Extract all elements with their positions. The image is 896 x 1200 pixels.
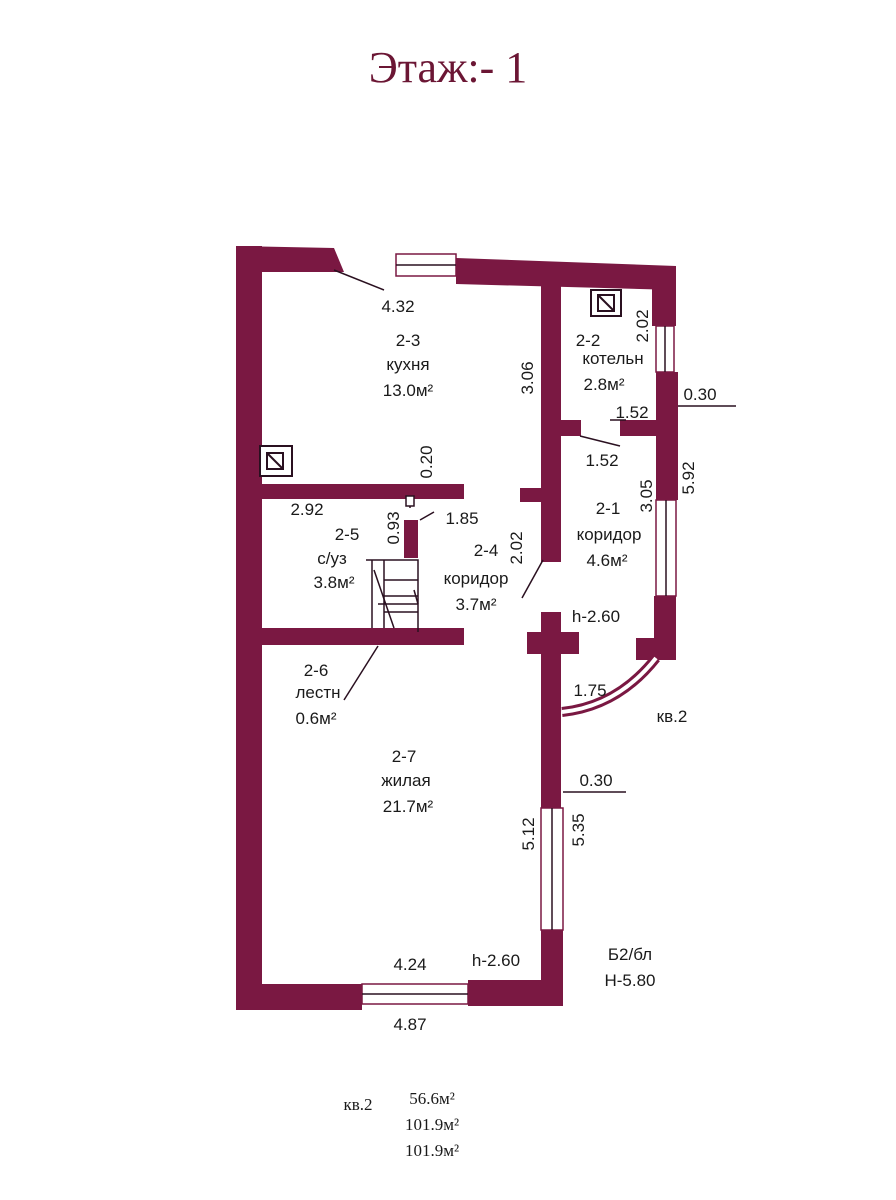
walls bbox=[236, 246, 678, 1010]
dim-2-92: 2.92 bbox=[290, 500, 323, 519]
dimensions: 4.32 3.06 2.02 0.30 1.52 1.52 0.20 3.05 … bbox=[290, 297, 716, 1034]
floor-title: Этаж:- 1 bbox=[369, 43, 528, 92]
room-2-5: 2-5 с/уз 3.8м² bbox=[314, 525, 360, 592]
dim-0-93: 0.93 bbox=[384, 511, 403, 544]
svg-text:лестн: лестн bbox=[295, 683, 340, 702]
building-height: Н-5.80 bbox=[604, 971, 655, 990]
svg-text:2-7: 2-7 bbox=[392, 747, 417, 766]
svg-text:2-1: 2-1 bbox=[596, 499, 621, 518]
svg-text:2-3: 2-3 bbox=[396, 331, 421, 350]
room-2-3: 2-3 кухня 13.0м² bbox=[383, 331, 434, 400]
svg-text:4.6м²: 4.6м² bbox=[587, 551, 628, 570]
dim-5-35: 5.35 bbox=[569, 813, 588, 846]
wall-stair-small bbox=[404, 520, 418, 558]
svg-text:3.7м²: 3.7м² bbox=[456, 595, 497, 614]
wall-bay-end bbox=[636, 638, 676, 660]
dim-5-92: 5.92 bbox=[679, 461, 698, 494]
svg-text:21.7м²: 21.7м² bbox=[383, 797, 434, 816]
wall-kitchen-bottom bbox=[262, 484, 464, 499]
wall-bottom-right bbox=[468, 980, 563, 1006]
wall-boiler-bottom-left bbox=[561, 420, 581, 436]
svg-text:кухня: кухня bbox=[386, 355, 429, 374]
dim-3-06: 3.06 bbox=[518, 361, 537, 394]
wall-right-middle bbox=[656, 372, 678, 500]
room-2-7: 2-7 жилая 21.7м² bbox=[381, 747, 433, 816]
wall-stub-left bbox=[520, 488, 542, 502]
dim-2-02-mid: 2.02 bbox=[507, 531, 526, 564]
dim-2-02-top: 2.02 bbox=[633, 309, 652, 342]
room-2-4: 2-4 коридор 3.7м² bbox=[444, 541, 509, 614]
apartment-label: кв.2 bbox=[657, 707, 688, 726]
svg-text:3.8м²: 3.8м² bbox=[314, 573, 355, 592]
area-summary: кв.2 56.6м² 101.9м² 101.9м² bbox=[343, 1089, 459, 1160]
dim-1-85: 1.85 bbox=[445, 509, 478, 528]
wall-t-stem bbox=[541, 612, 561, 808]
svg-text:2-6: 2-6 bbox=[304, 661, 329, 680]
svg-text:коридор: коридор bbox=[444, 569, 509, 588]
wall-wc-bottom bbox=[262, 628, 464, 645]
dim-3-05: 3.05 bbox=[637, 479, 656, 512]
room-2-1: 2-1 коридор 4.6м² bbox=[577, 499, 642, 570]
room-2-2: 2-2 котельн 2.8м² bbox=[576, 331, 644, 394]
wall-top-right bbox=[456, 258, 676, 290]
vent-icon-boiler bbox=[590, 289, 622, 317]
summary-label: кв.2 bbox=[343, 1095, 372, 1114]
dim-5-12: 5.12 bbox=[519, 817, 538, 850]
wall-left bbox=[236, 246, 262, 1010]
svg-text:котельн: котельн bbox=[582, 349, 643, 368]
leader-lines bbox=[333, 269, 736, 793]
svg-text:с/уз: с/уз bbox=[317, 549, 347, 568]
dim-0-30-bot: 0.30 bbox=[579, 771, 612, 790]
svg-text:2-4: 2-4 bbox=[474, 541, 499, 560]
wall-top-left bbox=[236, 246, 344, 272]
dim-h-2-60-b: h-2.60 bbox=[472, 951, 520, 970]
svg-text:2-5: 2-5 bbox=[335, 525, 360, 544]
summary-area-1: 56.6м² bbox=[409, 1089, 455, 1108]
dim-0-20: 0.20 bbox=[417, 445, 436, 478]
svg-text:0.6м²: 0.6м² bbox=[296, 709, 337, 728]
wall-kitchen-partition bbox=[541, 284, 561, 562]
room-2-6: 2-6 лестн 0.6м² bbox=[295, 661, 340, 728]
summary-area-3: 101.9м² bbox=[405, 1141, 459, 1160]
svg-text:жилая: жилая bbox=[381, 771, 430, 790]
staircase bbox=[366, 559, 419, 632]
summary-area-2: 101.9м² bbox=[405, 1115, 459, 1134]
svg-text:2-2: 2-2 bbox=[576, 331, 601, 350]
dim-1-52-b: 1.52 bbox=[585, 451, 618, 470]
dim-4-87: 4.87 bbox=[393, 1015, 426, 1034]
dim-1-52-a: 1.52 bbox=[615, 403, 648, 422]
wall-right-upper bbox=[652, 266, 676, 326]
dim-1-75: 1.75 bbox=[573, 681, 606, 700]
dim-4-32: 4.32 bbox=[381, 297, 414, 316]
wall-boiler-bottom-right bbox=[620, 420, 658, 436]
dim-4-24: 4.24 bbox=[393, 955, 426, 974]
building-type: Б2/бл bbox=[608, 945, 652, 964]
windows bbox=[361, 253, 677, 1005]
vent-icon-kitchen bbox=[259, 445, 293, 477]
dim-h-2-60-a: h-2.60 bbox=[572, 607, 620, 626]
svg-text:13.0м²: 13.0м² bbox=[383, 381, 434, 400]
dim-0-30-top: 0.30 bbox=[683, 385, 716, 404]
svg-text:коридор: коридор bbox=[577, 525, 642, 544]
svg-text:2.8м²: 2.8м² bbox=[584, 375, 625, 394]
wall-bottom-left bbox=[236, 984, 362, 1010]
